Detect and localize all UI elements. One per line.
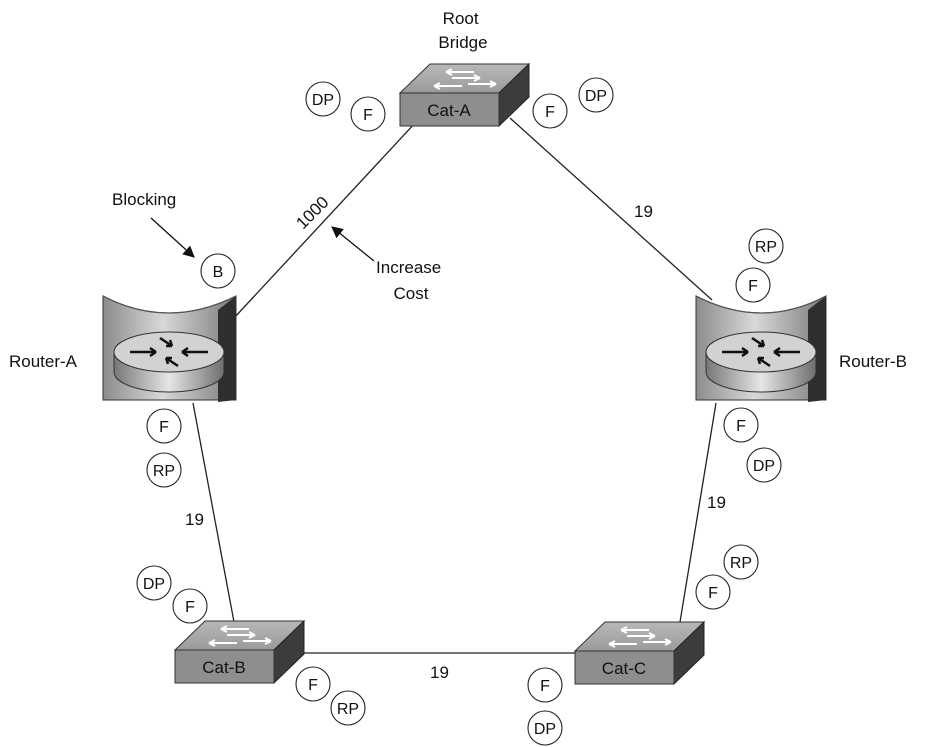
- port-badge: F: [295, 666, 331, 702]
- port-badge: DP: [305, 81, 341, 117]
- router-b[interactable]: Router-B: [695, 295, 907, 402]
- port-badge: F: [695, 574, 731, 610]
- router-a-label: Router-A: [9, 352, 78, 371]
- link-cat-a-router-b: [509, 117, 713, 301]
- port-badge: DP: [746, 447, 782, 483]
- svg-text:F: F: [736, 418, 746, 435]
- router-icon: [705, 331, 817, 393]
- increase-cost-line-2: Cost: [394, 284, 429, 303]
- port-badge: RP: [723, 544, 759, 580]
- svg-text:F: F: [708, 585, 718, 602]
- port-badge: F: [350, 96, 386, 132]
- links: [192, 117, 717, 654]
- cost-label-router-b-cat-c: 19: [707, 493, 726, 512]
- port-badge: RP: [146, 452, 182, 488]
- port-badge: F: [532, 93, 568, 129]
- svg-text:F: F: [159, 419, 169, 436]
- svg-text:B: B: [213, 264, 224, 281]
- switch-arrows-icon: [433, 68, 497, 90]
- svg-text:F: F: [185, 599, 195, 616]
- blocking-label: Blocking: [112, 190, 176, 209]
- link-router-a-cat-b: [192, 402, 235, 623]
- port-badge: F: [527, 667, 563, 703]
- increase-cost-line-1: Increase: [376, 258, 441, 277]
- svg-text:F: F: [545, 104, 555, 121]
- blocking-arrow: [150, 217, 195, 258]
- svg-text:DP: DP: [534, 721, 556, 738]
- svg-text:DP: DP: [753, 458, 775, 475]
- port-badge: F: [735, 267, 771, 303]
- cat-c-label: Cat-C: [602, 659, 646, 678]
- port-badge: DP: [527, 710, 563, 746]
- router-b-label: Router-B: [839, 352, 907, 371]
- root-bridge-label: Root Bridge: [438, 9, 487, 52]
- port-badge: F: [172, 588, 208, 624]
- svg-text:DP: DP: [312, 92, 334, 109]
- switch-arrows-icon: [208, 625, 272, 647]
- router-a[interactable]: Router-A: [9, 295, 237, 402]
- cost-label-cat-b-cat-c: 19: [430, 663, 449, 682]
- port-badge: DP: [578, 77, 614, 113]
- cost-label-cat-a-router-b: 19: [634, 202, 653, 221]
- link-cat-a-router-a: [233, 121, 417, 319]
- switch-cat-b[interactable]: Cat-B: [173, 619, 306, 685]
- port-badge: F: [146, 408, 182, 444]
- port-badge: RP: [748, 228, 784, 264]
- cat-b-label: Cat-B: [202, 658, 245, 677]
- switch-cat-a[interactable]: Cat-A: [398, 62, 531, 128]
- svg-text:F: F: [363, 107, 373, 124]
- cost-label-cat-a-router-a: 1000: [292, 193, 332, 233]
- svg-text:DP: DP: [143, 576, 165, 593]
- svg-text:RP: RP: [730, 555, 752, 572]
- svg-text:F: F: [748, 278, 758, 295]
- svg-text:RP: RP: [337, 701, 359, 718]
- port-badge: F: [723, 407, 759, 443]
- svg-text:DP: DP: [585, 88, 607, 105]
- link-router-b-cat-c: [679, 402, 717, 623]
- svg-text:RP: RP: [153, 463, 175, 480]
- port-badges: DP F F DP B F RP RP F F DP DP F F RP RP …: [136, 77, 784, 746]
- switch-arrows-icon: [608, 626, 672, 648]
- port-badge: B: [200, 253, 236, 289]
- increase-cost-arrow: [331, 226, 375, 262]
- cost-label-router-a-cat-b: 19: [185, 510, 204, 529]
- root-bridge-label-line-1: Root: [443, 9, 479, 28]
- port-badge: RP: [330, 690, 366, 726]
- increase-cost-label: Increase Cost: [376, 258, 446, 303]
- cat-a-label: Cat-A: [427, 101, 471, 120]
- port-badge: DP: [136, 565, 172, 601]
- router-icon: [113, 331, 225, 393]
- svg-text:RP: RP: [755, 239, 777, 256]
- root-bridge-label-line-2: Bridge: [438, 33, 487, 52]
- svg-text:F: F: [308, 677, 318, 694]
- switch-cat-c[interactable]: Cat-C: [573, 620, 706, 686]
- svg-text:F: F: [540, 678, 550, 695]
